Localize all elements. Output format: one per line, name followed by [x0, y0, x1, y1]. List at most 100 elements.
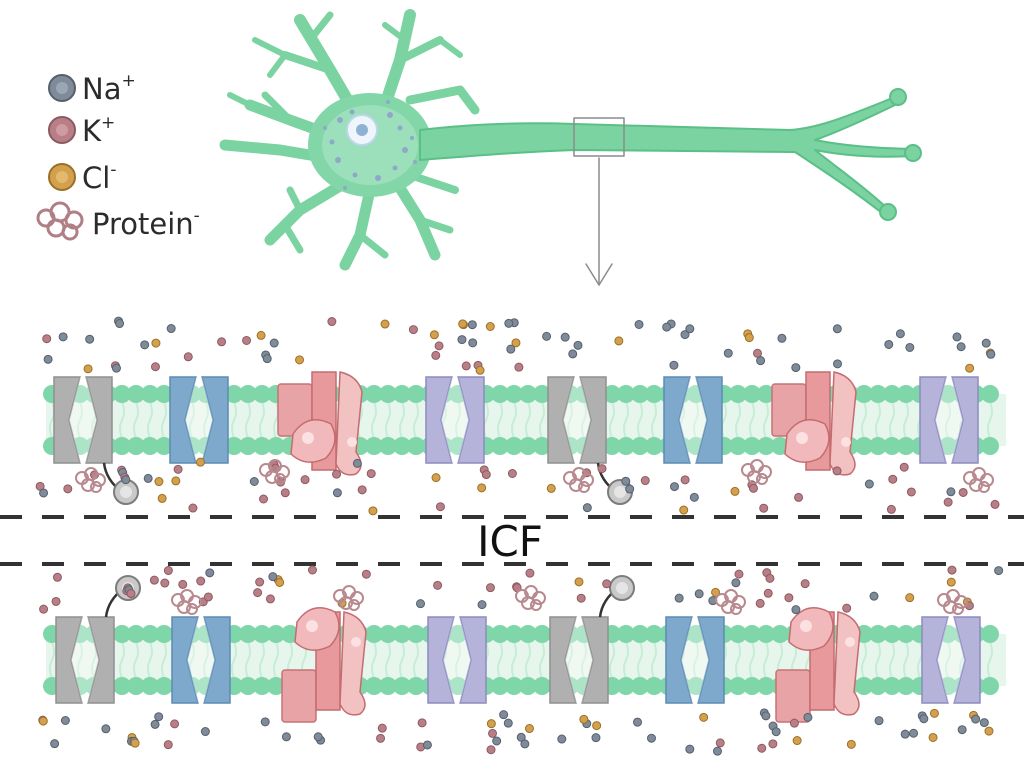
na-ion: [685, 324, 695, 334]
cl-ion: [984, 726, 994, 736]
svg-text:Protein-: Protein-: [92, 206, 200, 241]
lipid-head: [113, 385, 131, 403]
na-ion: [680, 330, 690, 340]
protein-icon: [36, 201, 84, 241]
potassium-channel-pore: [935, 377, 963, 463]
potassium-channel: [921, 616, 981, 704]
na-ion: [971, 714, 981, 724]
potassium-channel: [427, 616, 487, 704]
k-ion: [126, 589, 136, 599]
protein-molecule: [171, 589, 202, 615]
lipid-head: [491, 385, 509, 403]
cl-ion: [477, 483, 487, 493]
lipid-head: [743, 677, 761, 695]
lipid-tail: [49, 641, 55, 679]
potassium-channel-left-half: [425, 376, 453, 464]
na-ion: [352, 458, 362, 468]
k-ion: [366, 469, 376, 479]
lipid-tail: [539, 641, 545, 679]
na-ion: [723, 348, 733, 358]
lipid-head: [603, 437, 621, 455]
na-ion: [85, 334, 95, 344]
k-ion: [435, 502, 445, 512]
k-ion: [357, 485, 367, 495]
legend-label-na: Na: [82, 72, 121, 106]
na-ion: [468, 338, 478, 348]
potassium-channel-right-half: [457, 376, 485, 464]
na-ion: [685, 744, 695, 754]
k-ion: [163, 566, 173, 576]
na-ion: [150, 719, 160, 729]
potassium-channel: [425, 376, 485, 464]
zoom-arrow-head: [585, 263, 613, 286]
lipid-tail: [651, 401, 657, 439]
cl-ion: [431, 473, 441, 483]
protein-molecule: [563, 467, 594, 493]
lipid-head: [603, 385, 621, 403]
lipid-head: [631, 385, 649, 403]
cl-ion: [486, 719, 496, 729]
cell-membrane-bottom: [43, 575, 1006, 723]
cl-ion: [195, 457, 205, 467]
gated-channel: [55, 575, 141, 704]
lipid-head: [239, 385, 257, 403]
pump-site-dot: [800, 620, 812, 632]
na-ion: [669, 360, 679, 370]
sodium-channel: [169, 376, 229, 464]
lipid-tail: [861, 401, 867, 439]
lipid-tail: [497, 641, 503, 679]
k-ion: [160, 578, 170, 588]
lipid-tail: [987, 641, 993, 679]
protein-loop: [265, 470, 279, 484]
protein-loop: [186, 603, 198, 615]
gated-channel-left-half: [547, 376, 575, 464]
channel-gate-ball-highlight: [614, 486, 626, 498]
lipid-head: [491, 437, 509, 455]
lipid-head: [239, 677, 257, 695]
pump-site-dot: [302, 432, 314, 444]
lipid-tail: [133, 641, 139, 679]
k-ion: [597, 464, 607, 474]
na-ion: [573, 340, 583, 350]
lipid-head: [533, 677, 551, 695]
k-ion: [178, 579, 188, 589]
k-ion: [525, 568, 535, 578]
lipid-head: [645, 437, 663, 455]
potassium-channel-right-half: [459, 616, 487, 704]
lipid-tail: [567, 401, 573, 439]
k-ion: [943, 497, 953, 507]
lipid-head: [729, 625, 747, 643]
lipid-head: [519, 437, 537, 455]
lipid-head: [981, 437, 999, 455]
k-ion: [715, 738, 725, 748]
na-ion: [249, 477, 259, 487]
lipid-head: [239, 437, 257, 455]
sodium-channel-right-half: [201, 376, 229, 464]
legend-label-k: K: [82, 114, 102, 148]
na-ion: [674, 593, 684, 603]
na-ion: [503, 718, 513, 728]
lipid-head: [113, 677, 131, 695]
protein-loop: [276, 465, 290, 479]
lipid-head: [519, 677, 537, 695]
na-ion: [694, 589, 704, 599]
na-ion: [884, 339, 894, 349]
protein-loop: [177, 600, 191, 614]
protein-loop: [758, 465, 772, 479]
na-ion: [542, 331, 552, 341]
na-k-pump: [771, 371, 857, 476]
lipid-head: [897, 677, 915, 695]
lipid-head: [883, 625, 901, 643]
legend: Na+ K+ Cl- Protei: [36, 71, 200, 241]
k-ion: [253, 588, 263, 598]
zoom-region-box: [573, 117, 625, 157]
gated-channel: [547, 376, 633, 505]
lipid-tail: [693, 641, 699, 679]
potassium-channel-pore: [441, 377, 469, 463]
cl-ion: [928, 732, 938, 742]
cell-membrane-top: [43, 371, 1006, 505]
lipid-head: [379, 625, 397, 643]
lipid-head: [645, 677, 663, 695]
protein-loop: [521, 596, 535, 610]
